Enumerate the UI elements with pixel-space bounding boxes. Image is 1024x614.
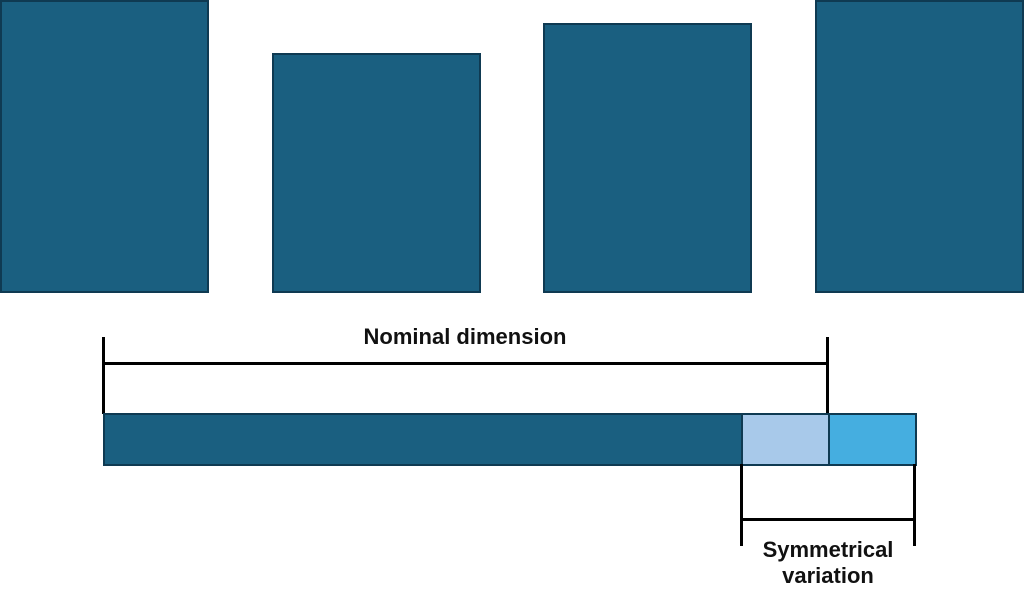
variation-bracket-right-tick <box>913 464 916 546</box>
panel-2 <box>272 53 481 293</box>
nominal-bracket-right-tick <box>826 337 829 414</box>
nominal-bar <box>103 413 743 466</box>
nominal-bracket-left-tick <box>102 337 105 414</box>
panel-3 <box>543 23 752 293</box>
variation-segment-plus <box>828 413 917 466</box>
variation-bracket-bar <box>740 518 916 521</box>
panel-1 <box>0 0 209 293</box>
nominal-bracket-bar <box>102 362 829 365</box>
variation-segment-minus <box>741 413 830 466</box>
symmetrical-variation-label-line-2: variation <box>782 563 874 588</box>
variation-bracket-left-tick <box>740 464 743 546</box>
symmetrical-variation-label: Symmetrical variation <box>728 537 928 589</box>
nominal-dimension-label: Nominal dimension <box>363 324 567 349</box>
symmetrical-variation-label-line-1: Symmetrical <box>762 537 894 562</box>
panel-4 <box>815 0 1024 293</box>
